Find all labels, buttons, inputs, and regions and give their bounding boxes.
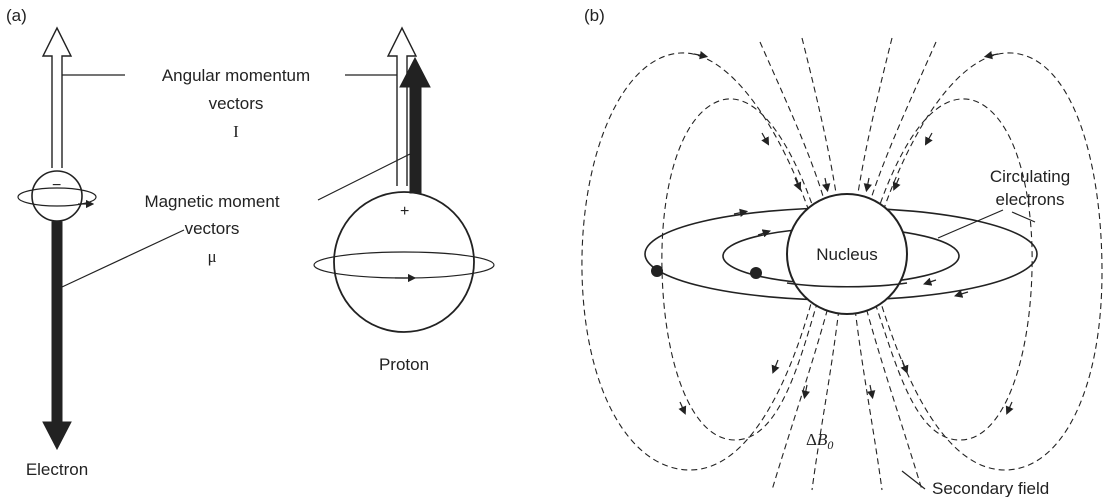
angular-momentum-label: Angular momentum [162, 66, 310, 85]
electron-magnetic-moment-arrow [43, 222, 71, 449]
nucleus-label: Nucleus [816, 245, 877, 264]
magnetic-moment-symbol: μ [207, 247, 216, 266]
delta-b0-label: ΔB0 [806, 430, 833, 452]
panel-a: (a) − Electron + [6, 6, 494, 479]
angular-momentum-callout: Angular momentum vectors I [62, 66, 397, 141]
proton-sphere: + [314, 192, 494, 332]
circulating-electrons-label: Circulating [990, 167, 1070, 186]
proton-label: Proton [379, 355, 429, 374]
secondary-field-callout: Secondary field [902, 471, 1049, 497]
magnetic-moment-label-line2: vectors [185, 219, 240, 238]
nucleus: Nucleus [787, 194, 907, 314]
angular-momentum-symbol: I [233, 122, 239, 141]
electron-sphere: − [18, 171, 96, 221]
circulating-electrons-label-line2: electrons [996, 190, 1065, 209]
magnetic-moment-label: Magnetic moment [144, 192, 279, 211]
inner-orbit-electron [750, 267, 762, 279]
proton-sign: + [400, 203, 409, 220]
secondary-field-label: Secondary field [932, 479, 1049, 497]
electron-label: Electron [26, 460, 88, 479]
angular-momentum-label-line2: vectors [209, 94, 264, 113]
outer-orbit-electron [651, 265, 663, 277]
electron-sign: − [52, 177, 61, 194]
panel-b-tag: (b) [584, 6, 605, 25]
circulating-electrons-callout: Circulating electrons [938, 167, 1070, 238]
electron-angular-momentum-arrow [43, 28, 71, 168]
panel-b: (b) [582, 6, 1102, 497]
panel-a-tag: (a) [6, 6, 27, 25]
